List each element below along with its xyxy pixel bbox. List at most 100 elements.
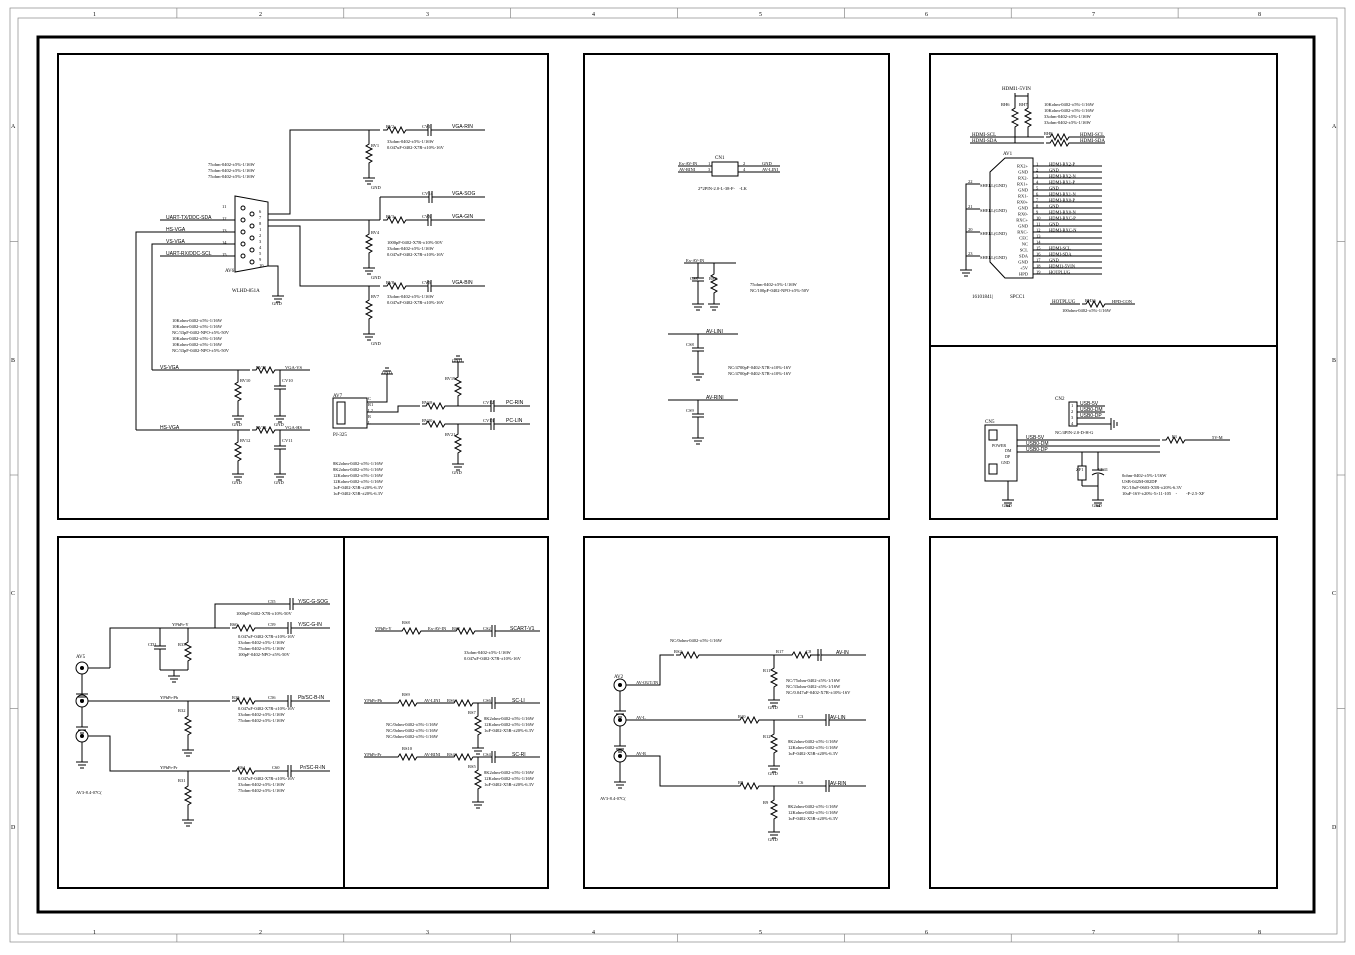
part-ref: RS10 <box>402 746 413 751</box>
pin-num: 3 <box>1071 415 1074 420</box>
part-spec: 10Kohm-0402-±5%-1/16W <box>172 342 223 347</box>
part-spec: 10Kohm-0402-±5%-1/16W <box>172 324 223 329</box>
part-spec: 1uF-0402-X5R-±20%-6.3V <box>484 728 535 733</box>
part-spec: 8K2ohm-0402-±5%-1/16W <box>333 467 384 472</box>
part-ref: RV21 <box>445 432 455 437</box>
net-label: Ex-AV-IN <box>686 258 705 263</box>
part-part: PJ-325 <box>333 433 347 438</box>
net-label: AV-LINI <box>762 167 779 172</box>
vga-pin: 7 <box>259 215 262 220</box>
net-label: HDMI-SCL <box>972 133 996 138</box>
part-ref: CD1 <box>148 642 157 647</box>
net-label: HDMI-SCL <box>1080 133 1104 138</box>
row-label: C <box>11 591 15 597</box>
gnd-label: GND <box>382 370 392 375</box>
net-label: USB-5V <box>1080 401 1099 407</box>
hdmi-net-label: GND <box>1049 186 1059 191</box>
hdmi-pin-num: 19 <box>1036 270 1041 275</box>
ypbpr-circuit: AV5 YPbPr-Y CD1 R33 C55 Y/SC-G-SOG 1000p… <box>75 597 330 827</box>
hdmi-pin-num: 2 <box>1036 168 1038 173</box>
gnd-label: GND <box>1002 503 1012 508</box>
part-spec: 1uF-0402-X5R-±20%-6.3V <box>484 782 535 787</box>
hdmi-net-label: GND <box>1049 258 1059 263</box>
part-ref: CS2 <box>483 626 491 631</box>
column-labels-bottom: 1 2 3 4 5 6 7 8 <box>93 930 1261 936</box>
part-spec: 33ohm-0402-±5%-1/16W <box>387 246 434 251</box>
hdmi-net-label: HDMI-RXC-P <box>1049 216 1076 221</box>
net-label: AV-L <box>636 715 646 720</box>
col-label: 4 <box>592 930 595 936</box>
row-label: D <box>11 825 16 831</box>
part-spec: 10Kohm-0402-±5%-1/16W <box>1044 102 1095 107</box>
part-ref: F3 <box>1172 434 1178 439</box>
hdmi-pin-num: 14 <box>1036 240 1041 245</box>
hdmi-net-label: GND <box>1049 204 1059 209</box>
net-label: USB-5V <box>1026 435 1045 441</box>
net-label: AV-R <box>636 751 646 756</box>
part-ref: RH7 <box>1019 102 1028 107</box>
part-spec: 12Kohm-0402-±5%-1/16W <box>484 722 535 727</box>
part-part: SPCC1 <box>1010 295 1025 300</box>
hdmi-pin-num: 15 <box>1036 246 1041 251</box>
part-ref: RV3 <box>386 214 395 219</box>
usb-pin-label: DP <box>1005 454 1011 459</box>
part-ref: CN2 <box>1055 397 1065 402</box>
pin-num: 4 <box>1071 421 1074 426</box>
usb-pin-label: DM <box>1005 448 1012 453</box>
part-ref: CS6 <box>483 698 492 703</box>
vga-connector: 11 12 13 14 15 6 7 8 1 2 3 4 5 9 10 AV6 … <box>208 162 269 294</box>
border-frame <box>9 7 1346 943</box>
part-spec: NC/0ohm-0402-±5%-1/16W <box>386 728 439 733</box>
part-ref: AV7 <box>333 394 343 399</box>
vga-pin: 11 <box>222 204 226 209</box>
hdmi-net-label: HDMI-RX1-N <box>1049 192 1076 197</box>
part-spec: 0.047uF-0402-X7R-±10%-16V <box>238 706 296 711</box>
part-spec: 75ohm-0402-±5%-1/16W <box>238 718 285 723</box>
row-label: B <box>1332 358 1336 364</box>
hdmi-pin-label: GND <box>1018 224 1028 229</box>
shell-label: SHELL(GND) <box>980 208 1007 213</box>
net-label: AV-IN <box>836 650 849 656</box>
pin-num: 22 <box>968 179 973 184</box>
net-label: 5V-M <box>1212 435 1223 440</box>
hdmi-pin-label: SCL <box>1020 248 1029 253</box>
gnd-label: GND <box>371 185 381 190</box>
hdmi-pin-num: 8 <box>1036 204 1039 209</box>
hdmi-pin-label: GND <box>1018 170 1028 175</box>
jack-pin: R <box>368 414 371 419</box>
usb-pin-label: GND <box>1001 460 1010 465</box>
net-label: HOTPLUG <box>1052 300 1076 305</box>
net-label: Ex-AV-IN <box>428 626 447 631</box>
hdmi-net-label: HOTPLUG <box>1049 270 1071 275</box>
part-ref: R31 <box>178 778 186 783</box>
part-part: AV3-8.4-07C( <box>76 790 102 795</box>
net-label: Pr/SC-R-IN <box>300 765 326 771</box>
vga-pin: 13 <box>222 228 227 233</box>
part-spec: 8K2ohm-0402-±5%-1/16W <box>484 716 535 721</box>
col-label: 6 <box>925 12 928 18</box>
part-spec: NC/33pF-0402-NPO-±5%-50V <box>172 330 230 335</box>
part-ref: C59 <box>268 622 276 627</box>
net-label: VGA-BIN <box>452 280 473 286</box>
hdmi-pin-num: 10 <box>1036 216 1041 221</box>
part-ref: C56 <box>268 695 276 700</box>
net-label: AV-OUT/IN <box>636 680 659 685</box>
pin-num: 4 <box>743 167 746 172</box>
part-spec: USB-042M-002DP <box>1122 479 1158 484</box>
part-ref: RV12 <box>240 438 250 443</box>
hdmi-pin-label: RX2+ <box>1017 164 1029 169</box>
part-ref: R9 <box>763 800 769 805</box>
hdmi-pin-label: RX1- <box>1018 194 1029 199</box>
gnd-label: GND <box>768 771 778 776</box>
part-ref: RS2 <box>674 649 682 654</box>
part-spec: 0.047uF-0402-X7R-±10%-16V <box>387 252 445 257</box>
hdmi-net-label: HDMI-RX2-P <box>1049 162 1075 167</box>
net-label: Y/SC-G-IN <box>298 622 322 628</box>
hdmi-pin-label: RXC- <box>1017 230 1028 235</box>
vga-note: 75ohm-0402-±5%-1/16W <box>208 168 255 173</box>
vga-pin: 2 <box>259 233 261 238</box>
hdmi-net-label: HDMI-RXC-N <box>1049 228 1077 233</box>
hdmi-pin-label: RX0- <box>1018 212 1029 217</box>
col-label: 3 <box>426 930 429 936</box>
gnd-label: GND <box>274 422 284 427</box>
